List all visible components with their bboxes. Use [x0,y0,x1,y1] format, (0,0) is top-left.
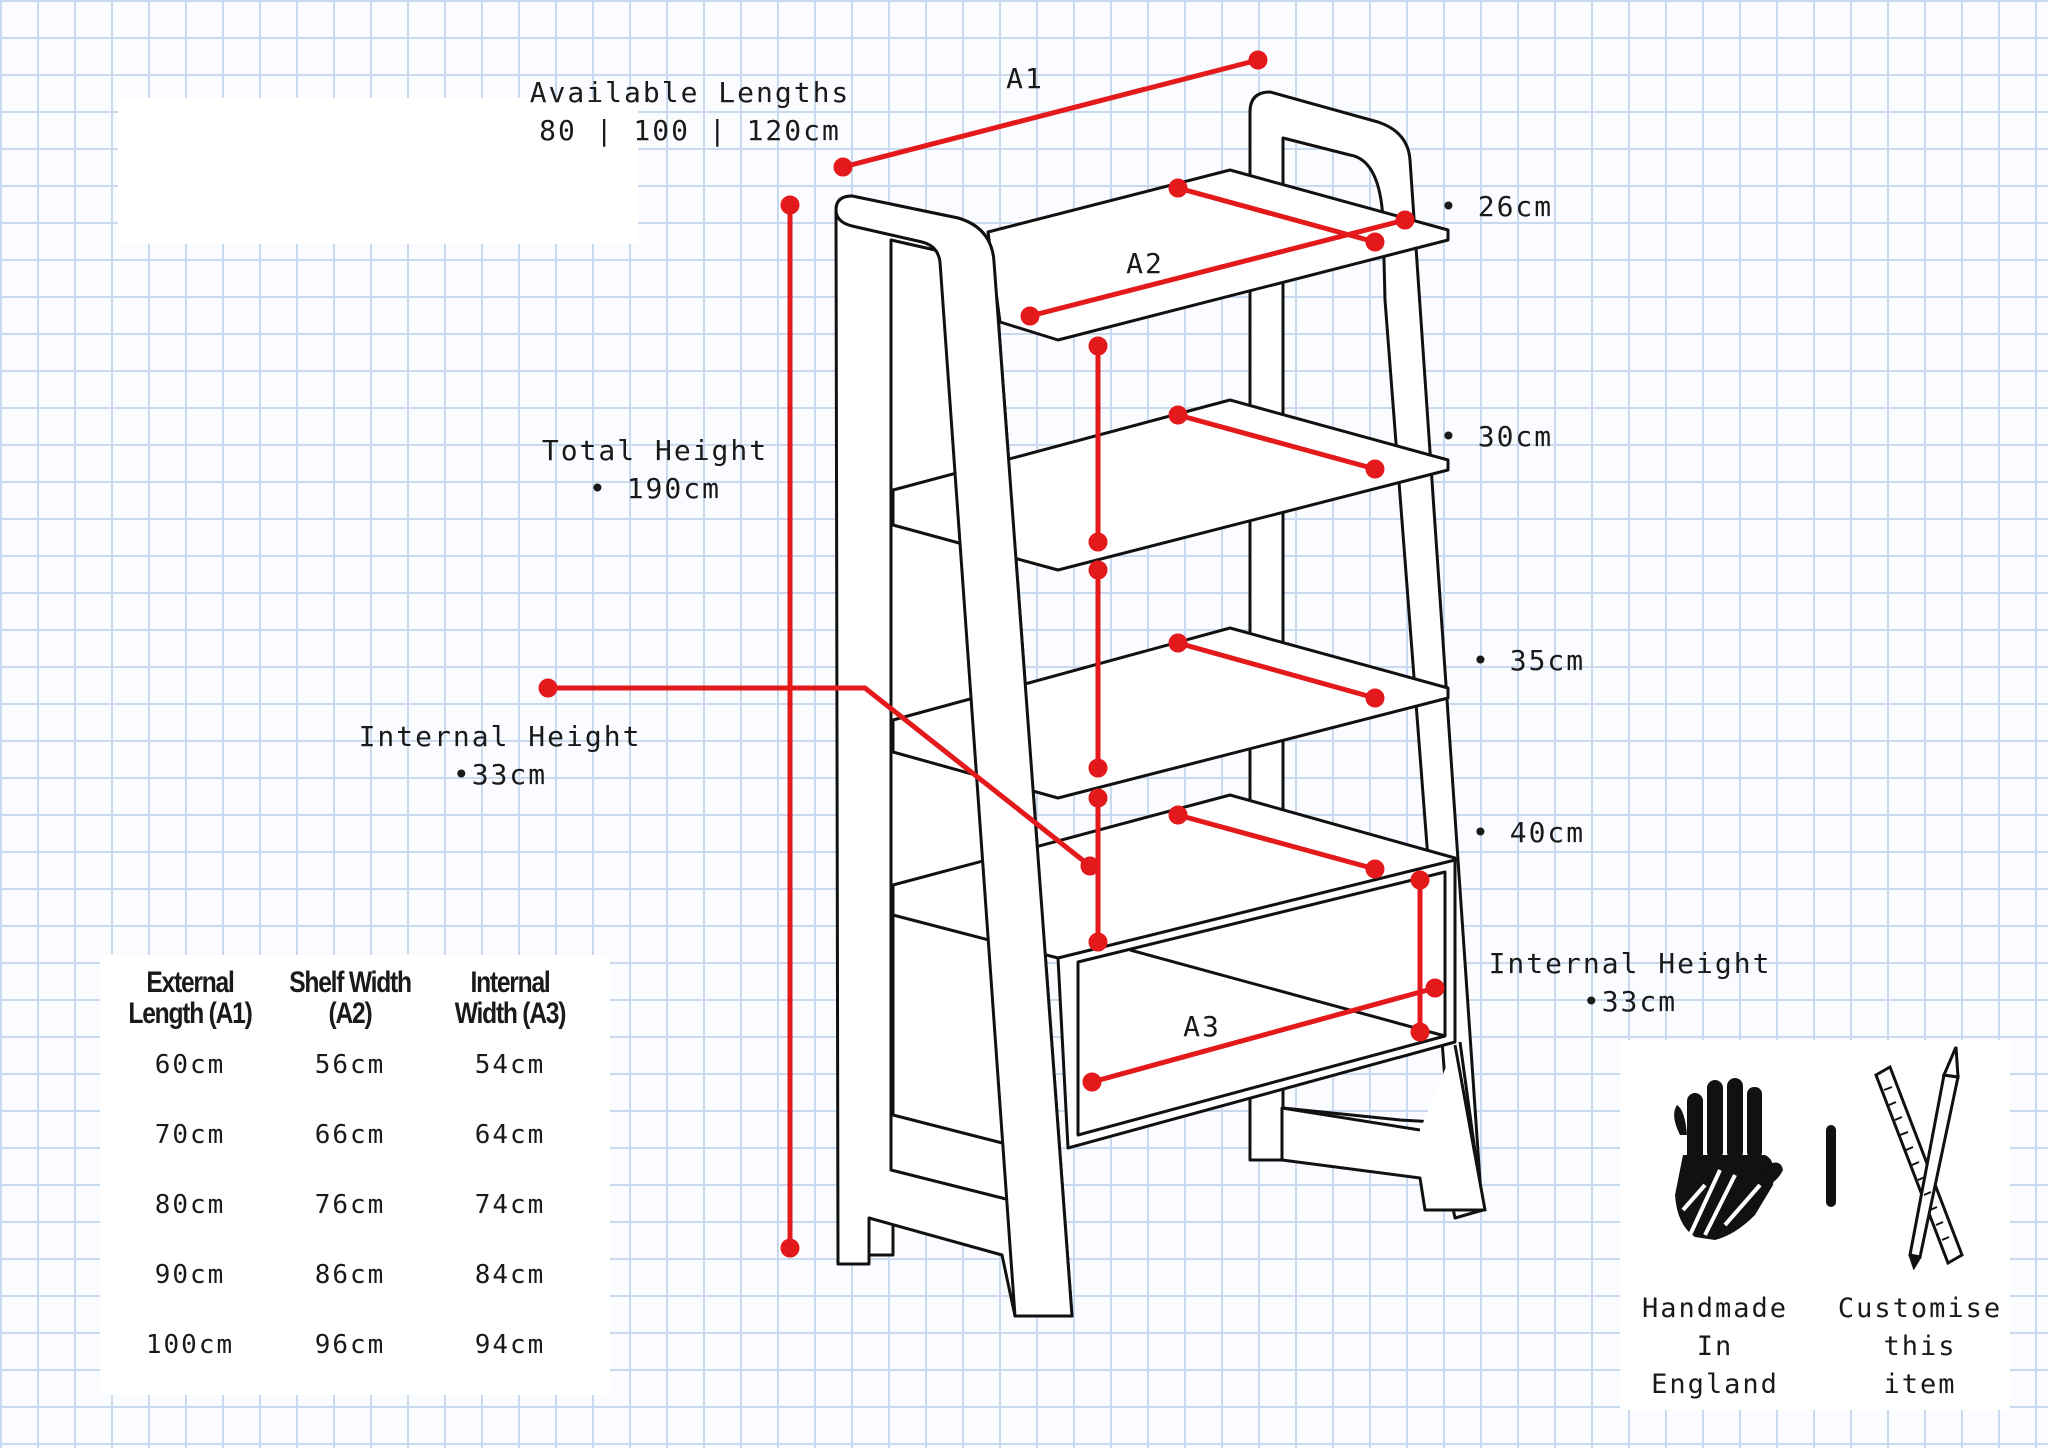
total-height-title: Total Height [541,434,769,467]
dim-a2 [1027,217,1408,319]
dim-a1 [840,57,1261,170]
internal-height-right-value: •33cm [1582,985,1678,1018]
table-cell: 74cm [474,1190,546,1220]
title-patch [118,98,638,244]
dim-internal-height-leader [545,685,1093,869]
available-lengths-label: Available Lengths 80 | 100 | 120cm [500,74,880,150]
a2-label: A2 [1126,247,1164,280]
total-height-label: Total Height • 190cm [520,432,790,508]
internal-height-left-label: Internal Height •33cm [350,718,650,794]
dim-a3 [1089,985,1438,1085]
a1-label: A1 [1006,62,1044,95]
customise-label: Customise this item [1837,1293,2003,1400]
shelf-height-1: • 26cm [1440,190,1554,223]
internal-height-right-label: Internal Height •33cm [1480,945,1780,1021]
table-cell: 64cm [474,1120,546,1150]
table-cell: 70cm [154,1120,226,1150]
internal-height-right-title: Internal Height [1488,947,1772,980]
dimension-lines [538,50,1445,1258]
table-cell: 60cm [154,1050,226,1080]
table-cell: 54cm [474,1050,546,1080]
dim-shelf2-depth [1175,412,1378,472]
badge-divider [1826,1125,1836,1207]
internal-height-left-title: Internal Height [358,720,642,753]
back-right-ladder [1248,90,1484,1212]
table-cell: 66cm [314,1120,386,1150]
front-right-leg [1280,1044,1487,1212]
table-patch [100,955,610,1395]
table-cell: 76cm [314,1190,386,1220]
shelf-height-4: • 40cm [1472,816,1586,849]
a3-label: A3 [1183,1010,1221,1043]
dim-shelf3-depth [1175,640,1378,701]
handmade-label: Handmade In England [1641,1293,1789,1400]
table-cell: 56cm [314,1050,386,1080]
dim-shelf1-depth [1175,185,1378,245]
table-header-shelf-width: Shelf Width (A2) [289,966,412,1030]
table-header-external: External Length (A1) [128,966,252,1030]
shelving-outline [834,90,1487,1318]
table-header-internal: Internal Width (A3) [454,966,567,1030]
ruler-pencil-icon [1874,1046,1964,1270]
shelf-height-3: • 35cm [1472,644,1586,677]
table-cell: 94cm [474,1330,546,1360]
table-cell: 86cm [314,1260,386,1290]
available-lengths-title: Available Lengths [529,76,851,109]
table-cell: 90cm [154,1260,226,1290]
table-cell: 84cm [474,1260,546,1290]
dim-drawer-depth [1175,812,1378,872]
left-front-rail [834,194,1074,1318]
shelf-2 [891,398,1450,572]
drawer-underside [891,915,1011,1147]
hand-icon [1674,1078,1783,1240]
table-cell: 96cm [314,1330,386,1360]
table-cell: 100cm [145,1330,235,1360]
available-lengths-values: 80 | 100 | 120cm [539,114,841,147]
drawer-diagonal [1129,948,1446,1038]
total-height-value: • 190cm [588,472,721,505]
table-cell: 80cm [154,1190,226,1220]
shelf-height-2: • 30cm [1440,420,1554,453]
internal-height-left-value: •33cm [452,758,548,791]
